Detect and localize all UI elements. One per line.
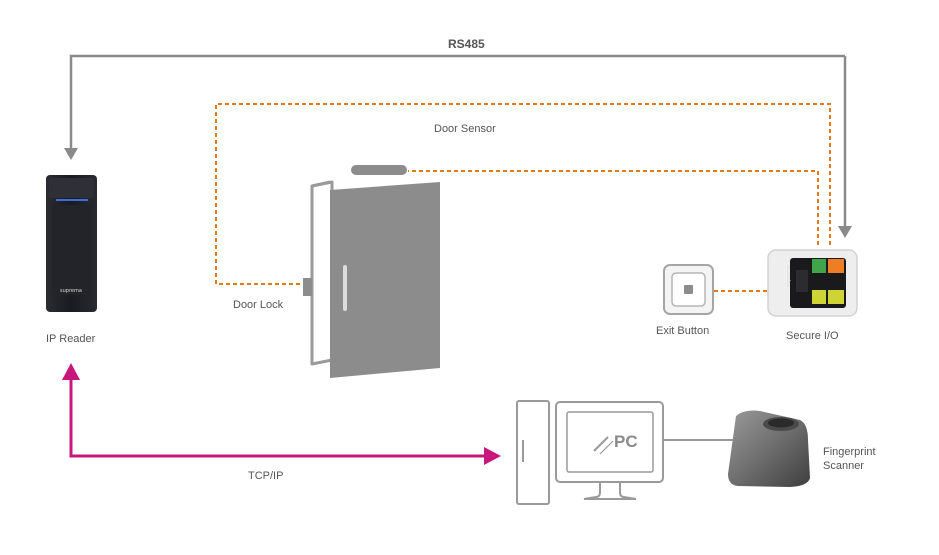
fingerprint-scanner bbox=[728, 410, 810, 487]
rs485-label: RS485 bbox=[448, 37, 485, 51]
door-sensor-label: Door Sensor bbox=[434, 123, 496, 135]
ip-reader: suprema bbox=[46, 175, 97, 312]
reader-brand-text: suprema bbox=[60, 288, 82, 294]
arrow-up-icon bbox=[62, 363, 80, 380]
arrow-right-icon bbox=[484, 447, 501, 465]
secure-io-label: Secure I/O bbox=[786, 330, 839, 342]
arrow-down-icon bbox=[838, 226, 852, 238]
io-brand-text: suprema bbox=[786, 265, 792, 287]
fingerprint-scanner-label-line1: Fingerprint bbox=[823, 446, 876, 458]
exit-button-label: Exit Button bbox=[656, 325, 709, 337]
door bbox=[303, 165, 440, 378]
arrow-down-icon bbox=[64, 148, 78, 160]
door-sensor-wiring bbox=[408, 170, 819, 245]
ip-reader-label: IP Reader bbox=[46, 333, 96, 345]
pc-label: PC bbox=[614, 432, 638, 451]
exit-button bbox=[663, 264, 714, 315]
door-sensor bbox=[351, 165, 407, 175]
door-handle bbox=[343, 265, 347, 311]
tcpip-connection bbox=[62, 363, 501, 465]
door-lock-label: Door Lock bbox=[233, 299, 284, 311]
door-lock bbox=[303, 278, 312, 296]
secure-io: suprema bbox=[767, 249, 858, 317]
door-lock-wiring bbox=[215, 103, 831, 285]
pc: PC bbox=[516, 400, 735, 505]
rs485-connection bbox=[64, 54, 852, 238]
tcpip-label: TCP/IP bbox=[248, 470, 283, 482]
fingerprint-scanner-label-line2: Scanner bbox=[823, 460, 864, 472]
